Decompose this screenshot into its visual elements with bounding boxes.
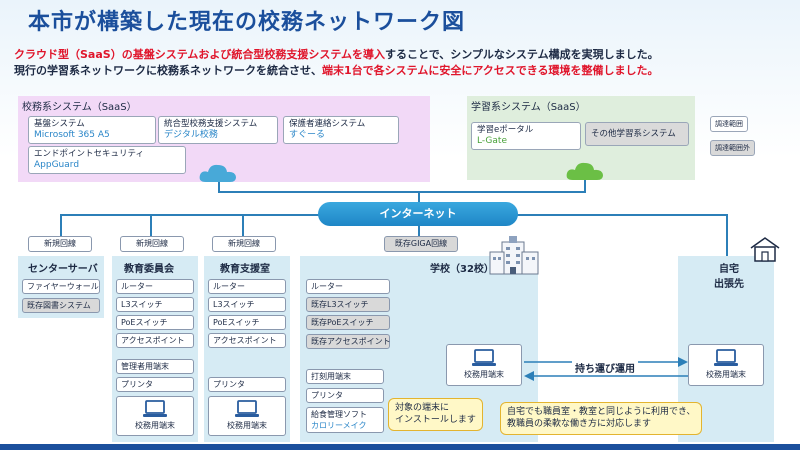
endpoint-security-box: エンドポイントセキュリティ AppGuard (28, 146, 186, 174)
legend-out-scope: 調達範囲外 (710, 140, 755, 156)
parent-contact-box: 保護者連絡システム すぐーる (283, 116, 399, 144)
support-router-item: ルーター (208, 279, 286, 294)
school-saas-label: 校務系システム（SaaS） (22, 102, 137, 113)
learning-portal-box: 学習eポータル L-Gate (471, 122, 581, 150)
home-title: 自宅 出張先 (714, 260, 744, 290)
support-ap-item: アクセスポイント (208, 333, 286, 348)
install-callout-line2: インストールします (395, 414, 476, 425)
school-affairs-name: 統合型校務支援システム (164, 119, 258, 129)
board-terminal-label: 校務用端末 (135, 421, 175, 430)
internet-node: インターネット (318, 202, 518, 226)
line-board (150, 214, 152, 236)
new-circuit-center: 新規回線 (28, 236, 92, 252)
line-support (242, 214, 244, 236)
school-affairs-box: 統合型校務支援システム デジタル校務 (158, 116, 278, 144)
intro-line-2: 現行の学習系ネットワークに校務系ネットワークを統合させ、端末1台で各システムに安… (14, 62, 659, 78)
parent-contact-product: すぐーる (289, 129, 326, 140)
school-terminal-label: 校務用端末 (464, 370, 504, 379)
board-terminal-box: 校務用端末 (116, 396, 194, 436)
house-icon (750, 237, 780, 262)
base-system-box: 基盤システム Microsoft 365 A5 (28, 116, 156, 144)
school-title: 学校（32校） (430, 264, 494, 275)
support-printer-item: プリンタ (208, 377, 286, 392)
laptop-icon (472, 349, 496, 366)
line-center (60, 214, 62, 236)
lunch-software-product: カロリーメイク (311, 421, 367, 430)
install-callout-line1: 対象の端末に (395, 403, 450, 413)
board-ap-item: アクセスポイント (116, 333, 194, 348)
line-cloud-bar (218, 191, 586, 193)
school-clock-terminal-item: 打刻用端末 (306, 369, 384, 384)
base-system-product: Microsoft 365 A5 (34, 129, 110, 140)
board-poe-item: PoEスイッチ (116, 315, 194, 330)
school-router-item: ルーター (306, 279, 390, 294)
line-cloud-learning (584, 180, 586, 192)
learning-portal-name: 学習eポータル (477, 125, 534, 135)
flex-work-line1: 自宅でも職員室・教室と同じように利用でき、 (507, 407, 696, 417)
firewall-item: ファイヤーウォール (22, 279, 100, 294)
flex-work-callout: 自宅でも職員室・教室と同じように利用でき、 教職員の柔軟な働き方に対応します (500, 402, 703, 436)
support-l3-item: L3スイッチ (208, 297, 286, 312)
laptop-icon (714, 349, 738, 366)
school-poe-item: 既存PoEスイッチ (306, 315, 390, 330)
intro-line-1-rest: することで、シンプルなシステム構成を実現しました。 (385, 48, 659, 61)
line-home (726, 214, 728, 258)
cloud-icon (566, 162, 603, 180)
line-cloud-school (218, 182, 220, 192)
board-router-item: ルーター (116, 279, 194, 294)
parent-contact-name: 保護者連絡システム (289, 119, 366, 129)
board-l3-item: L3スイッチ (116, 297, 194, 312)
giga-circuit: 既存GIGA回線 (384, 236, 458, 252)
home-terminal-label: 校務用端末 (706, 370, 746, 379)
support-poe-item: PoEスイッチ (208, 315, 286, 330)
school-building-icon (489, 236, 539, 275)
learning-saas-label: 学習系システム（SaaS） (471, 102, 586, 113)
school-terminal-box: 校務用端末 (446, 344, 522, 386)
intro-line-1-highlight: クラウド型（SaaS）の基盤システムおよび統合型校務支援システムを導入 (14, 48, 386, 61)
page-title: 本市が構築した現在の校務ネットワーク図 (28, 10, 466, 35)
learning-portal-product: L-Gate (477, 135, 507, 146)
school-ap-item: 既存アクセスポイント (306, 334, 391, 349)
center-server-title: センターサーバ (28, 264, 98, 275)
install-callout: 対象の端末に インストールします (388, 398, 483, 432)
endpoint-security-product: AppGuard (34, 159, 80, 170)
home-terminal-box: 校務用端末 (688, 344, 764, 386)
school-printer-item: プリンタ (306, 388, 384, 403)
school-l3-item: 既存L3スイッチ (306, 297, 390, 312)
new-circuit-board: 新規回線 (120, 236, 184, 252)
other-learning-box: その他学習系システム (585, 122, 689, 146)
library-system-item: 既存図書システム (22, 298, 100, 313)
carry-label: 持ち運び運用 (572, 360, 638, 375)
laptop-icon (143, 400, 167, 417)
cloud-icon (199, 164, 236, 182)
home-title-line2: 出張先 (714, 279, 744, 290)
board-admin-terminal-item: 管理者用端末 (116, 359, 194, 374)
bottom-bar (0, 444, 800, 450)
new-circuit-support: 新規回線 (212, 236, 276, 252)
legend-in-scope: 調達範囲 (710, 116, 748, 132)
support-terminal-label: 校務用端末 (227, 421, 267, 430)
line-cloud-internet (418, 191, 420, 203)
intro-line-2-start: 現行の学習系ネットワークに校務系ネットワークを統合させ、 (14, 64, 322, 77)
endpoint-security-name: エンドポイントセキュリティ (34, 149, 144, 159)
home-title-line1: 自宅 (719, 264, 739, 275)
board-printer-item: プリンタ (116, 377, 194, 392)
line-giga (418, 226, 420, 236)
lunch-software-name: 給食管理ソフト (311, 410, 367, 419)
school-lunch-software-item: 給食管理ソフト カロリーメイク (306, 407, 384, 433)
support-terminal-box: 校務用端末 (208, 396, 286, 436)
base-system-name: 基盤システム (34, 119, 85, 129)
school-affairs-product: デジタル校務 (164, 129, 218, 140)
board-title: 教育委員会 (124, 264, 174, 275)
intro-line-1: クラウド型（SaaS）の基盤システムおよび統合型校務支援システムを導入することで… (14, 46, 659, 62)
flex-work-line2: 教職員の柔軟な働き方に対応します (507, 418, 652, 429)
school-saas-panel: 校務系システム（SaaS） 基盤システム Microsoft 365 A5 統合… (18, 96, 430, 182)
support-title: 教育支援室 (220, 264, 270, 275)
intro-line-2-highlight: 端末1台で各システムに安全にアクセスできる環境を整備しました。 (322, 64, 659, 77)
laptop-icon (235, 400, 259, 417)
